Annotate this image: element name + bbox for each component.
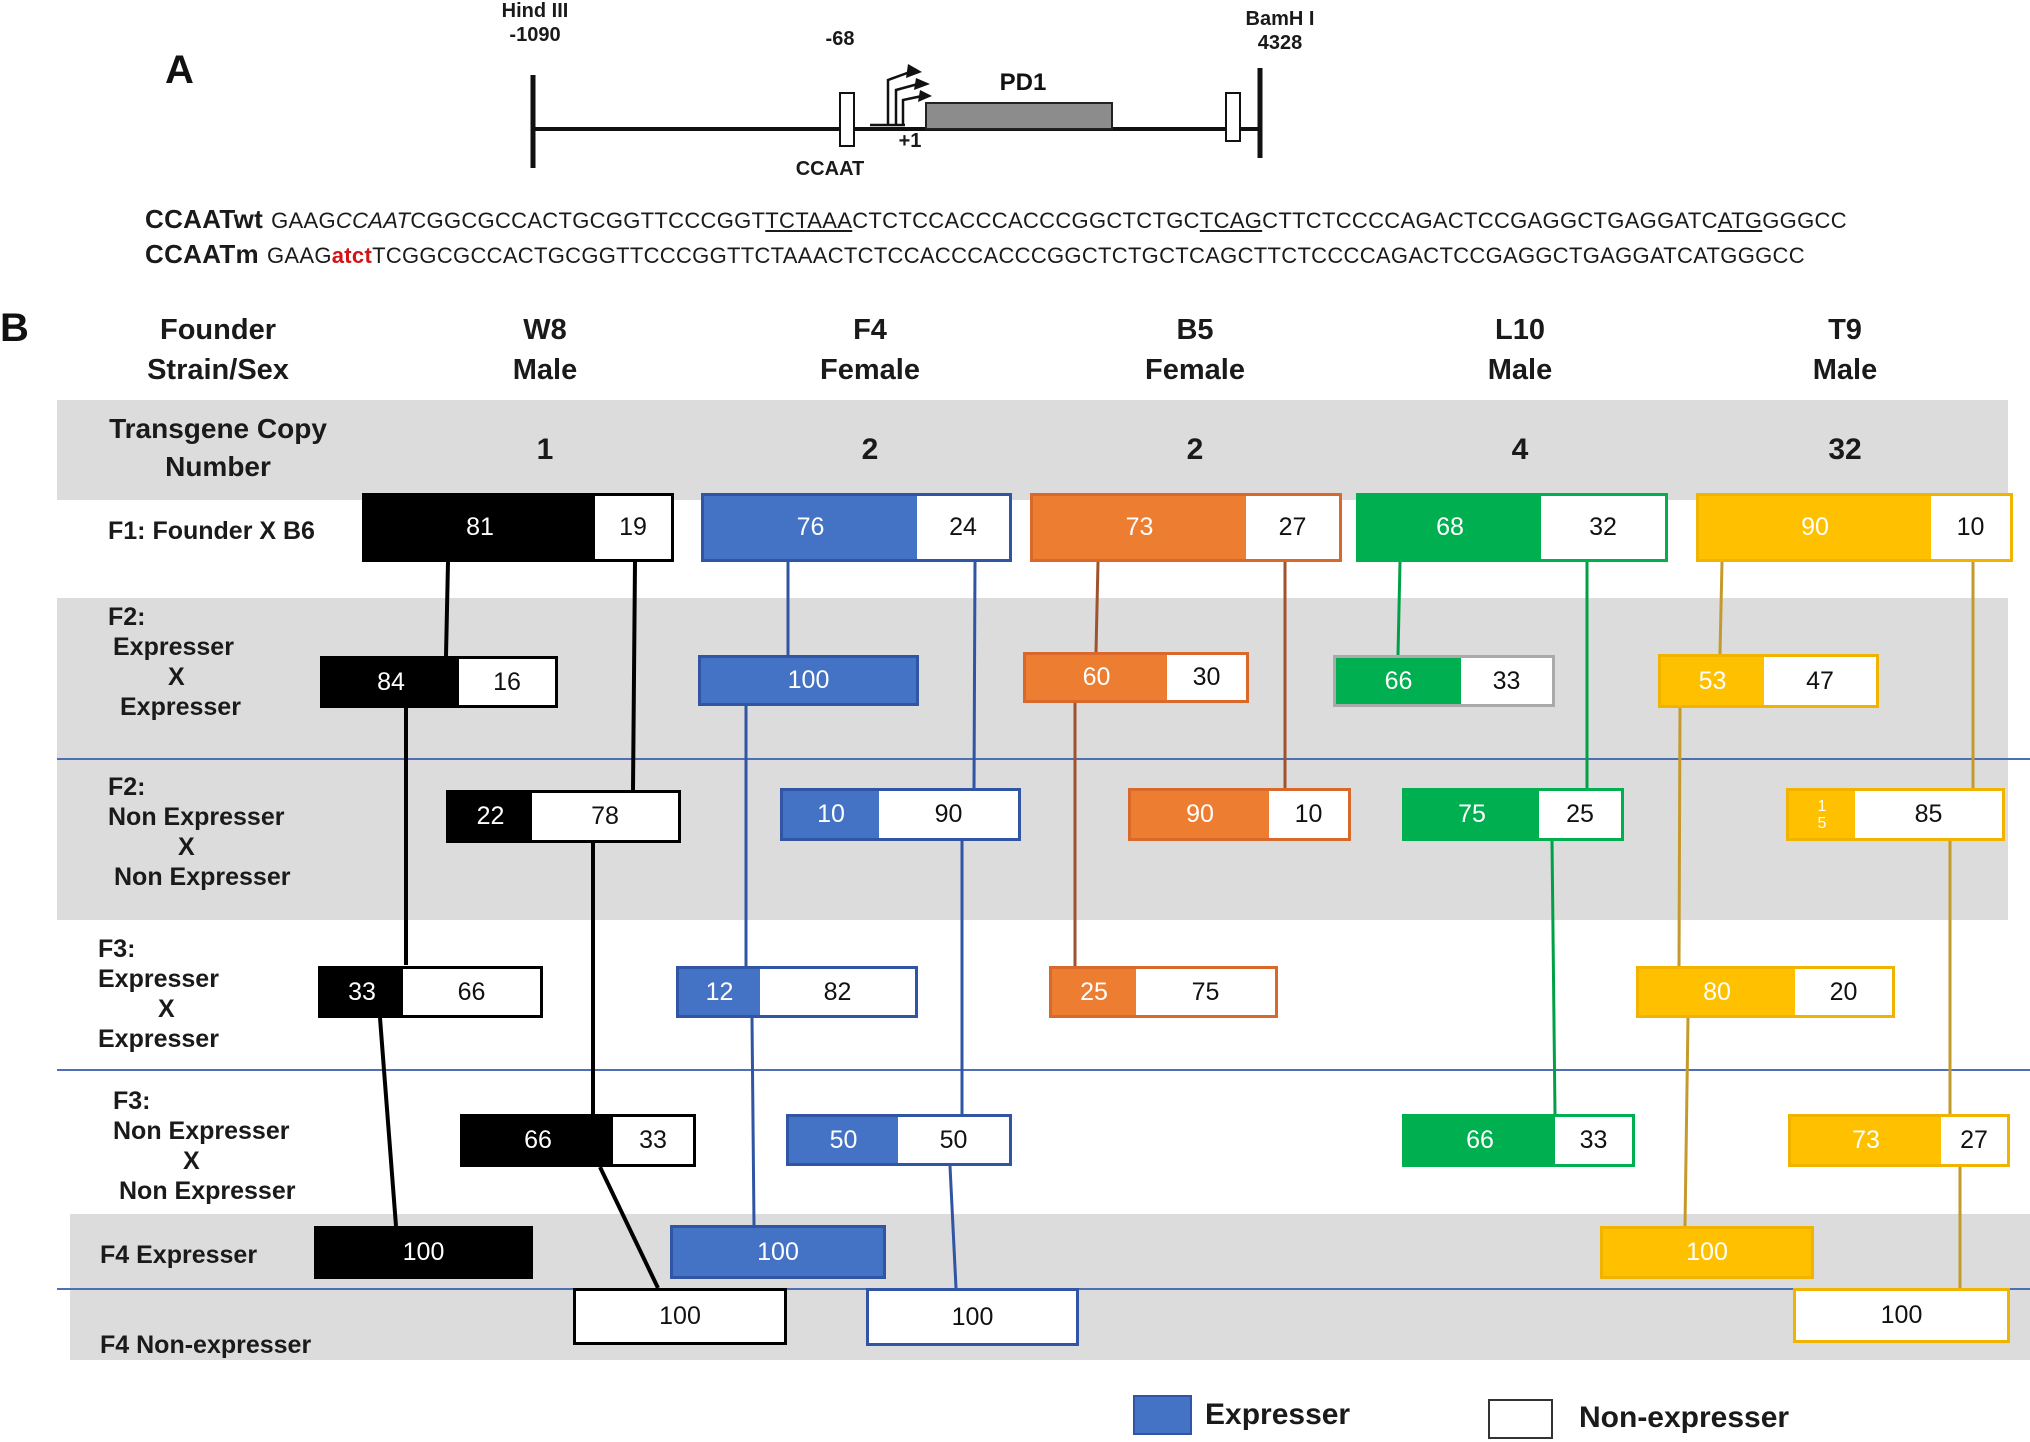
row-label-f1: F1: Founder X B6 (108, 517, 315, 545)
copy-number-t9: 32 (1828, 433, 1862, 466)
legend-expresser-swatch (1133, 1395, 1192, 1435)
row-label-f3-expresser: F3: Expresser X Expresser (98, 935, 219, 1053)
minus68-label: -68 (825, 28, 855, 50)
cell-f4-f2-expresser: 100 (698, 655, 919, 706)
cell-t9-f4-expresser: 100 (1600, 1226, 1814, 1279)
row-label-f2-nonexpresser: F2: Non Expresser X Non Expresser (108, 773, 291, 891)
panel-a-label: A (165, 48, 194, 92)
row-label-f2-expresser: F2: Expresser X Expresser (108, 603, 241, 721)
divider-f2 (57, 758, 2030, 760)
bam-site-position: 4328 (1257, 32, 1303, 54)
panel-b-label: B (0, 306, 29, 350)
copy-number-band (57, 400, 2008, 500)
gene-name: PD1 (1000, 69, 1047, 96)
divider-f3 (57, 1069, 2030, 1071)
copy-number-b5: 2 (1186, 433, 1204, 466)
cell-f4-f4-expresser: 100 (670, 1225, 886, 1279)
hind-site-position: -1090 (509, 24, 561, 46)
row-label-f3-nonexpresser: F3: Non Expresser X Non Expresser (113, 1087, 296, 1205)
cell-f4-f4-nonexpresser: 100 (866, 1288, 1079, 1346)
legend-expresser-label: Expresser (1205, 1398, 1351, 1431)
bam-site-name: BamH I (1245, 8, 1315, 30)
cell-t9-f4-nonexpresser: 100 (1793, 1288, 2010, 1343)
gene-map-diagram: PD1 (530, 64, 1263, 168)
cell-w8-f4-nonexpresser: 100 (573, 1288, 787, 1345)
copy-number-w8: 1 (536, 433, 554, 466)
plus1-label: +1 (898, 130, 922, 152)
legend-nonexpresser-swatch (1488, 1399, 1553, 1439)
ccaat-label: CCAAT (795, 158, 865, 180)
row-label-f4-nonexpresser: F4 Non-expresser (100, 1331, 312, 1359)
copy-number-l10: 4 (1511, 433, 1529, 466)
copy-number-f4: 2 (861, 433, 879, 466)
row-label-f4-expresser: F4 Expresser (100, 1241, 258, 1269)
hind-site-name: Hind III (501, 0, 569, 22)
cell-w8-f4-expresser: 100 (314, 1226, 533, 1279)
legend-nonexpresser-label: Non-expresser (1579, 1401, 1790, 1434)
